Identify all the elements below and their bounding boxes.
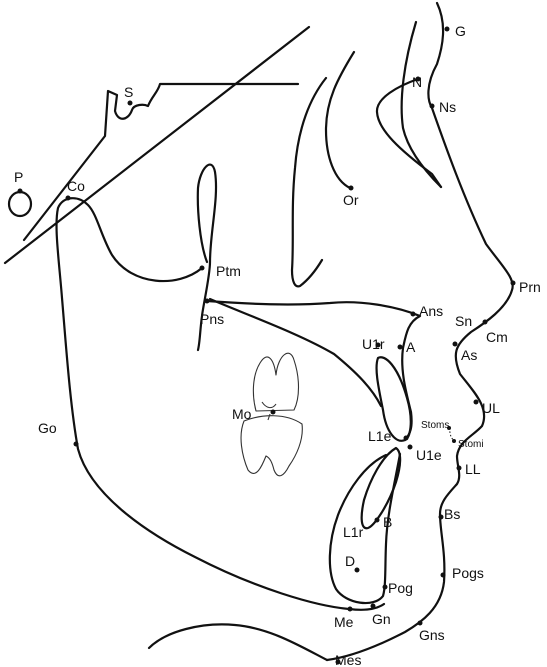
- landmark-dot-mes: [335, 659, 341, 665]
- landmark-dot-stoms: [447, 426, 451, 430]
- landmark-dot-me: [347, 606, 353, 612]
- landmark-dot-l1e: [403, 435, 409, 441]
- label-bs: Bs: [444, 506, 460, 522]
- orbit-floor-outline: [290, 76, 328, 288]
- label-or: Or: [343, 192, 359, 208]
- label-ans: Ans: [419, 303, 443, 319]
- label-ptm: Ptm: [216, 263, 241, 279]
- landmark-dot-cm: [452, 341, 458, 347]
- landmark-dot-pns: [204, 298, 210, 304]
- label-gn: Gn: [372, 611, 391, 627]
- landmark-dot-s: [127, 100, 133, 106]
- mandibular-symphysis: [328, 452, 402, 605]
- label-stoms: Stoms: [421, 420, 449, 431]
- label-prn: Prn: [519, 279, 541, 295]
- label-pog: Pog: [388, 580, 413, 596]
- landmark-dot-prn: [510, 280, 516, 286]
- nasal-bone-outline: [400, 20, 443, 189]
- label-cm: Cm: [486, 329, 508, 345]
- orbit-outline: [324, 50, 356, 190]
- label-ns: Ns: [439, 99, 456, 115]
- label-d: D: [345, 553, 355, 569]
- landmark-dot-ul: [473, 399, 479, 405]
- landmark-dot-b: [374, 517, 380, 523]
- label-pns: Pns: [200, 311, 224, 327]
- landmark-dot-u1e: [407, 444, 413, 450]
- soft-tissue-profile: [325, 1, 514, 662]
- landmark-dot-ans: [410, 311, 416, 317]
- landmark-dot-d: [354, 567, 360, 573]
- landmark-dot-ptm: [199, 265, 205, 271]
- label-go: Go: [38, 420, 57, 436]
- upper-molar: [252, 352, 300, 412]
- landmark-dot-ll: [456, 465, 462, 471]
- label-u1r: U1r: [362, 336, 385, 352]
- landmark-dot-gns: [417, 620, 423, 626]
- landmark-dot-u1r: [375, 342, 381, 348]
- label-s: S: [124, 84, 133, 100]
- label-u1e: U1e: [416, 447, 442, 463]
- label-b: B: [383, 514, 392, 530]
- label-mo: Mo: [232, 406, 252, 422]
- sella-turcica-outline: [22, 82, 300, 242]
- label-n: N: [412, 74, 422, 90]
- landmark-dot-g: [444, 26, 450, 32]
- stomion-connector: [448, 427, 455, 442]
- lower-molar: [240, 415, 303, 477]
- pterygomaxillary-fissure: [196, 163, 218, 352]
- landmark-dot-pogs: [440, 572, 446, 578]
- label-as: As: [461, 347, 477, 363]
- landmark-dot-a: [397, 344, 403, 350]
- landmark-dot-go: [73, 441, 79, 447]
- label-sn: Sn: [455, 313, 472, 329]
- landmark-dot-stomi: [452, 439, 456, 443]
- landmark-dot-p: [17, 188, 23, 194]
- label-pogs: Pogs: [452, 565, 484, 581]
- label-co: Co: [67, 178, 85, 194]
- label-me: Me: [334, 614, 354, 630]
- landmark-dot-sn: [482, 319, 488, 325]
- landmark-dot-n: [415, 76, 421, 82]
- label-a: A: [406, 339, 416, 355]
- label-mes: Mes: [335, 652, 361, 667]
- landmark-dot-bs: [438, 514, 444, 520]
- landmark-dot-gn: [370, 603, 376, 609]
- landmark-dot-co: [65, 195, 71, 201]
- label-ul: UL: [482, 400, 500, 416]
- nasion-notch-outline: [375, 77, 443, 189]
- label-ll: LL: [465, 461, 481, 477]
- anatomy-outlines: [3, 1, 514, 662]
- label-stomi: Stomi: [458, 439, 484, 450]
- landmark-labels: G N Ns S P Co Or Ptm Prn Ans Sn Pns Cm U…: [14, 23, 541, 667]
- lower-incisor: [360, 446, 402, 530]
- reference-line: [3, 25, 311, 265]
- landmark-dot-or: [348, 185, 354, 191]
- landmark-dot-pog: [382, 584, 388, 590]
- porion-circle: [7, 190, 33, 218]
- label-gns: Gns: [419, 627, 445, 643]
- label-l1r: L1r: [343, 524, 364, 540]
- molar-occlusal-contact: [261, 401, 277, 421]
- landmark-dot-ns: [429, 103, 435, 109]
- mandible-outline: [55, 197, 386, 611]
- landmark-points: [17, 26, 516, 665]
- label-l1e: L1e: [368, 428, 392, 444]
- chin-soft-tissue-base: [147, 623, 329, 662]
- label-p: P: [14, 169, 23, 185]
- landmark-dot-mo: [270, 409, 276, 415]
- maxillary-alveolus: [208, 297, 383, 408]
- label-g: G: [455, 23, 466, 39]
